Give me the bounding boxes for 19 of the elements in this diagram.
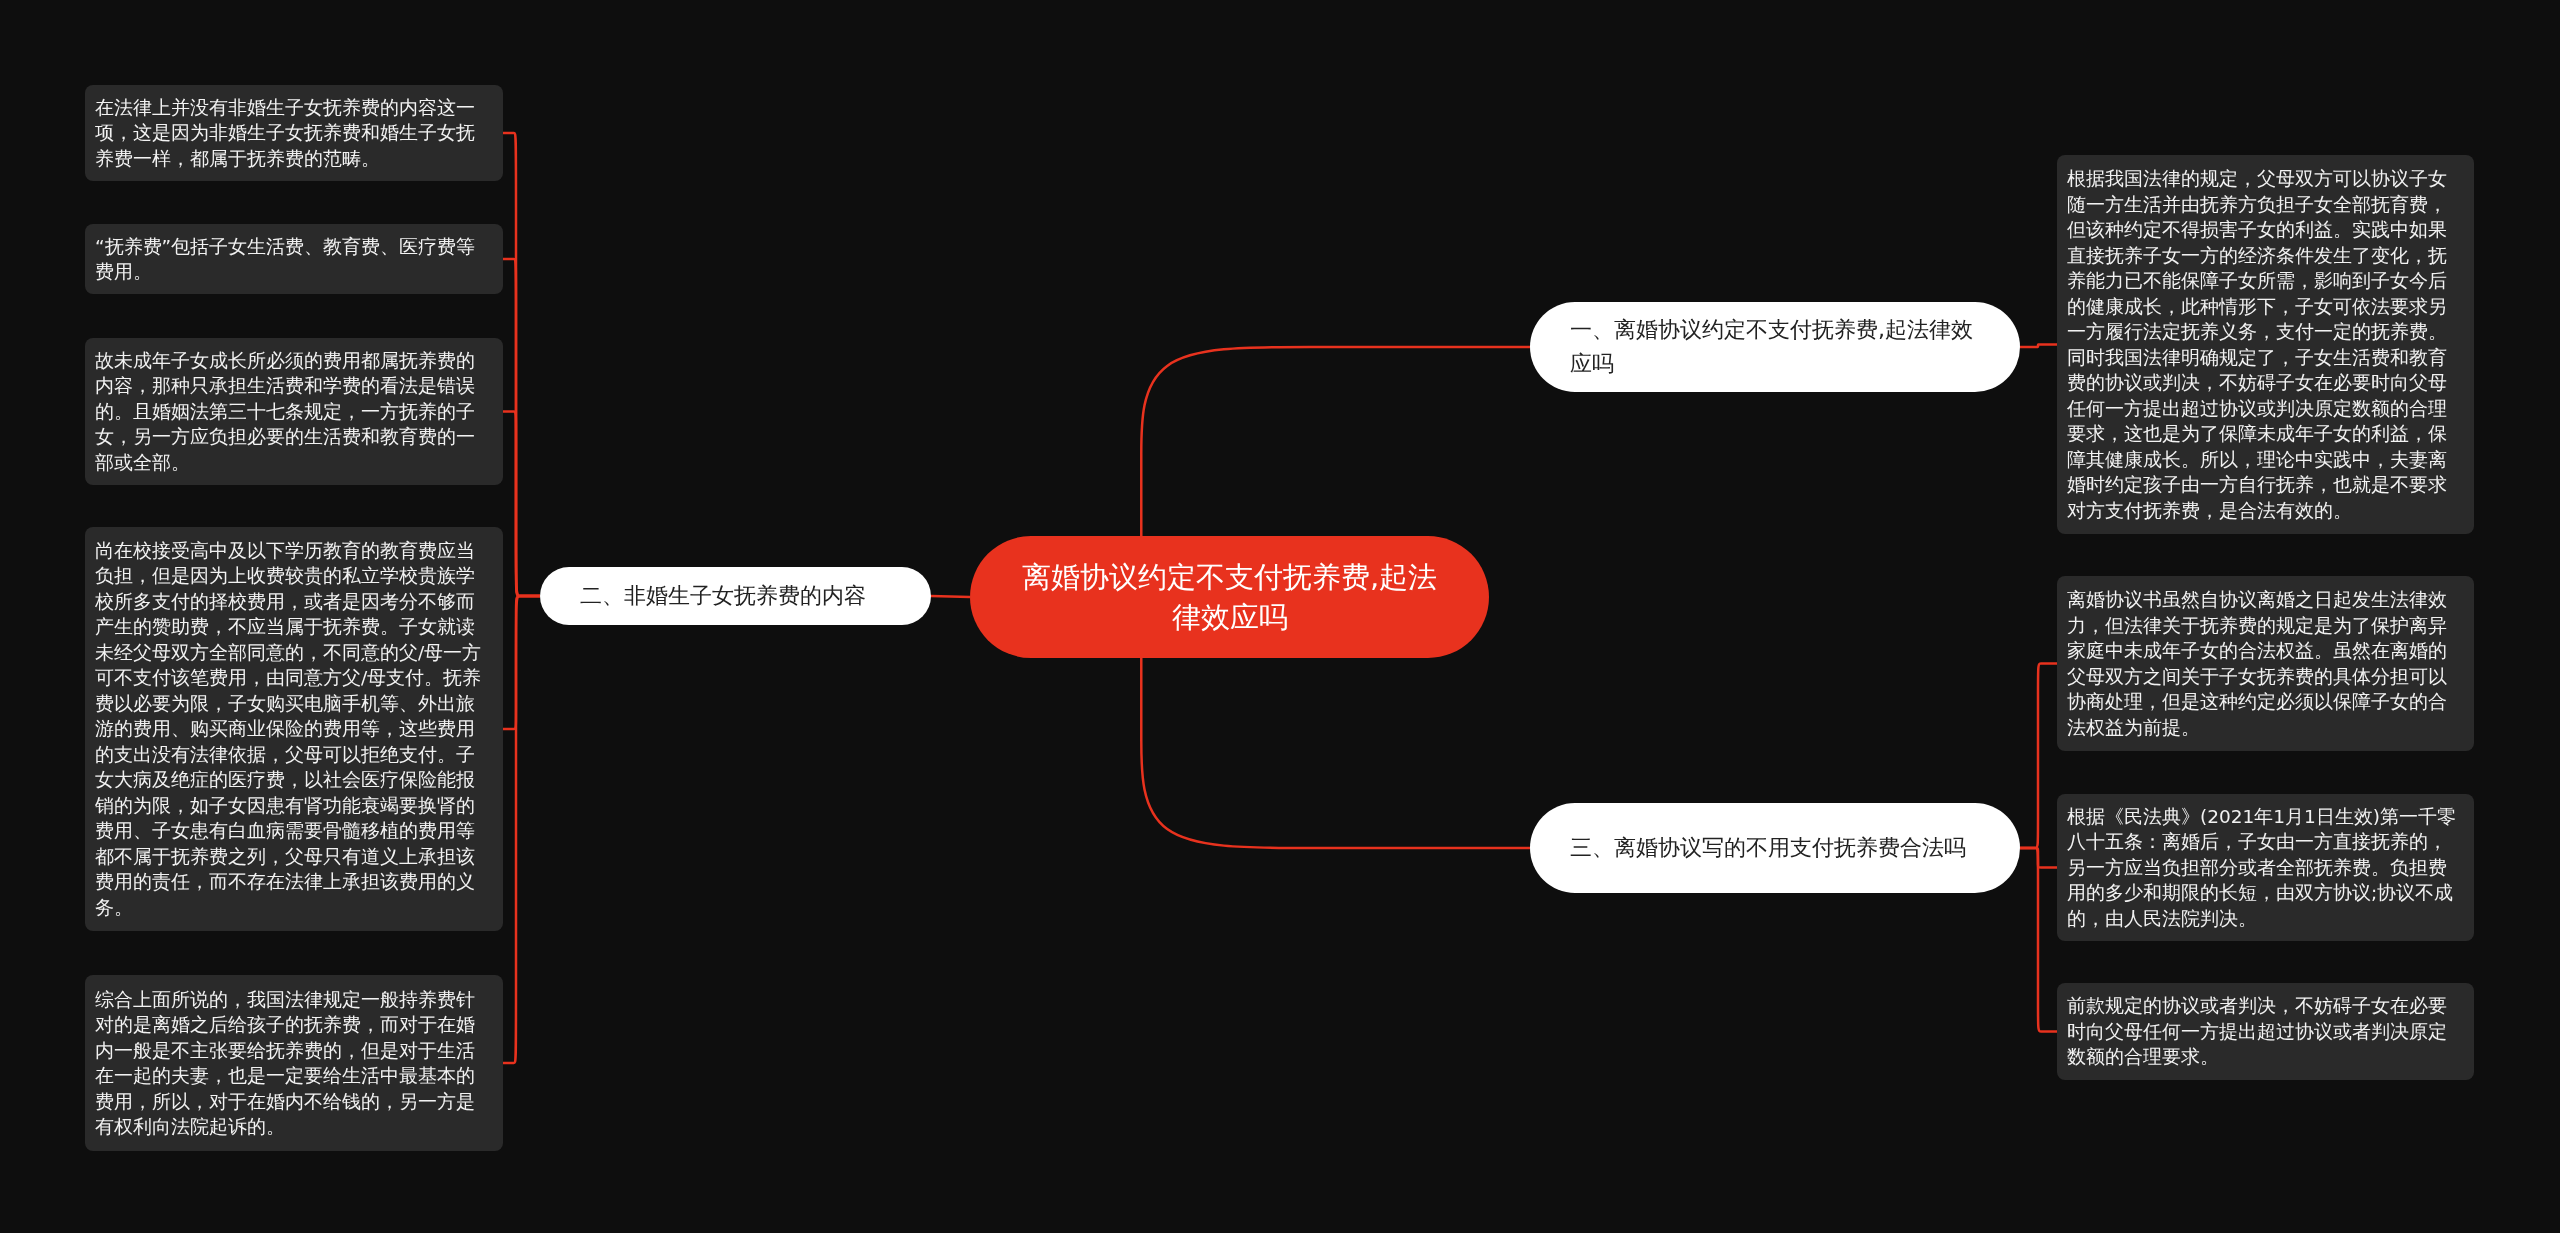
note-card: 前款规定的协议或者判决，不妨碍子女在必要时向父母任何一方提出超过协议或者判决原定数额的合理要求。 [2057,983,2474,1080]
connector-line [2020,343,2057,349]
note-card: 在法律上并没有非婚生子女抚养费的内容这一项，这是因为非婚生子女抚养费和婚生子女抚养费一样，都属于抚养费的范畴。 [85,85,503,181]
topic-box: 二、非婚生子女抚养费的内容 [540,567,931,625]
note-card: 尚在校接受高中及以下学历教育的教育费应当负担，但是因为上收费较贵的私立学校贵族学校所多支付的择校费用，或者是因考分不够而产生的赞助费，不应当属于抚养费。子女就读未经父母双方全部同意的，不同意的父/母一方可不支付该笔费用，由同意方父/母支付。抚养费以必要为限，子女购买电脑手机等、外出旅游的费用、购买商业保险的费用等，这些费用的支出没有法律依据，父母可以拒绝支付。子女大病及绝症的医疗费，以社会医疗保险能报销的为限，如子女因患有肾功能衰竭要换肾的费用、子女患有白血病需要骨髓移植的费用等都不属于抚养费之列，父母只有道义上承担该费用的责任，而不存在法律上承担该费用的义务。 [85,527,503,931]
connector-line [1140,658,1530,850]
connector-line [1140,345,1530,536]
note-card: 故未成年子女成长所必须的费用都属抚养费的内容，那种只承担生活费和学费的看法是错误的。且婚姻法第三十七条规定，一方抚养的子女，另一方应负担必要的生活费和教育费的一部或全部。 [85,338,503,485]
note-card: 综合上面所说的，我国法律规定一般持养费针对的是离婚之后给孩子的抚养费，而对于在婚内一般是不主张要给抚养费的，但是对于生活在一起的夫妻，也是一定要给生活中最基本的费用，所以，对于在婚内不给钱的，另一方是有权利向法院起诉的。 [85,975,503,1151]
connector-line [2020,846,2057,1033]
note-card: “抚养费”包括子女生活费、教育费、医疗费等费用。 [85,224,503,294]
topic-box: 一、离婚协议约定不支付抚养费,起法律效应吗 [1530,302,2020,392]
central-topic: 离婚协议约定不支付抚养费,起法律效应吗 [970,536,1489,658]
connector-line [503,594,540,1065]
note-card: 离婚协议书虽然自协议离婚之日起发生法律效力，但法律关于抚养费的规定是为了保护离异家庭中未成年子女的合法权益。虽然在离婚的父母双方之间关于子女抚养费的具体分担可以协商处理，但是这种约定必须以保障子女的合法权益为前提。 [2057,576,2474,751]
note-card: 根据《民法典》(2021年1月1日生效)第一千零八十五条：离婚后，子女由一方直接抚养的，另一方应当负担部分或者全部抚养费。负担费用的多少和期限的长短，由双方协议;协议不成的，由人民法院判决。 [2057,794,2474,941]
connector-line [930,594,971,599]
note-card: 根据我国法律的规定，父母双方可以协议子女随一方生活并由抚养方负担子女全部抚育费，但该种约定不得损害子女的利益。实践中如果直接抚养子女一方的经济条件发生了变化，抚养能力已不能保障子女所需，影响到子女今后的健康成长，此种情形下，子女可依法要求另一方履行法定抚养义务，支付一定的抚养费。同时我国法律明确规定了，子女生活费和教育费的协议或判决，不妨碍子女在必要时向父母任何一方提出超过协议或判决原定数额的合理要求，这也是为了保障未成年子女的利益，保障其健康成长。所以，理论中实践中，夫妻离婚时约定孩子由一方自行抚养，也就是不要求对方支付抚养费，是合法有效的。 [2057,155,2474,534]
topic-box: 三、离婚协议写的不用支付抚养费合法吗 [1530,803,2020,893]
